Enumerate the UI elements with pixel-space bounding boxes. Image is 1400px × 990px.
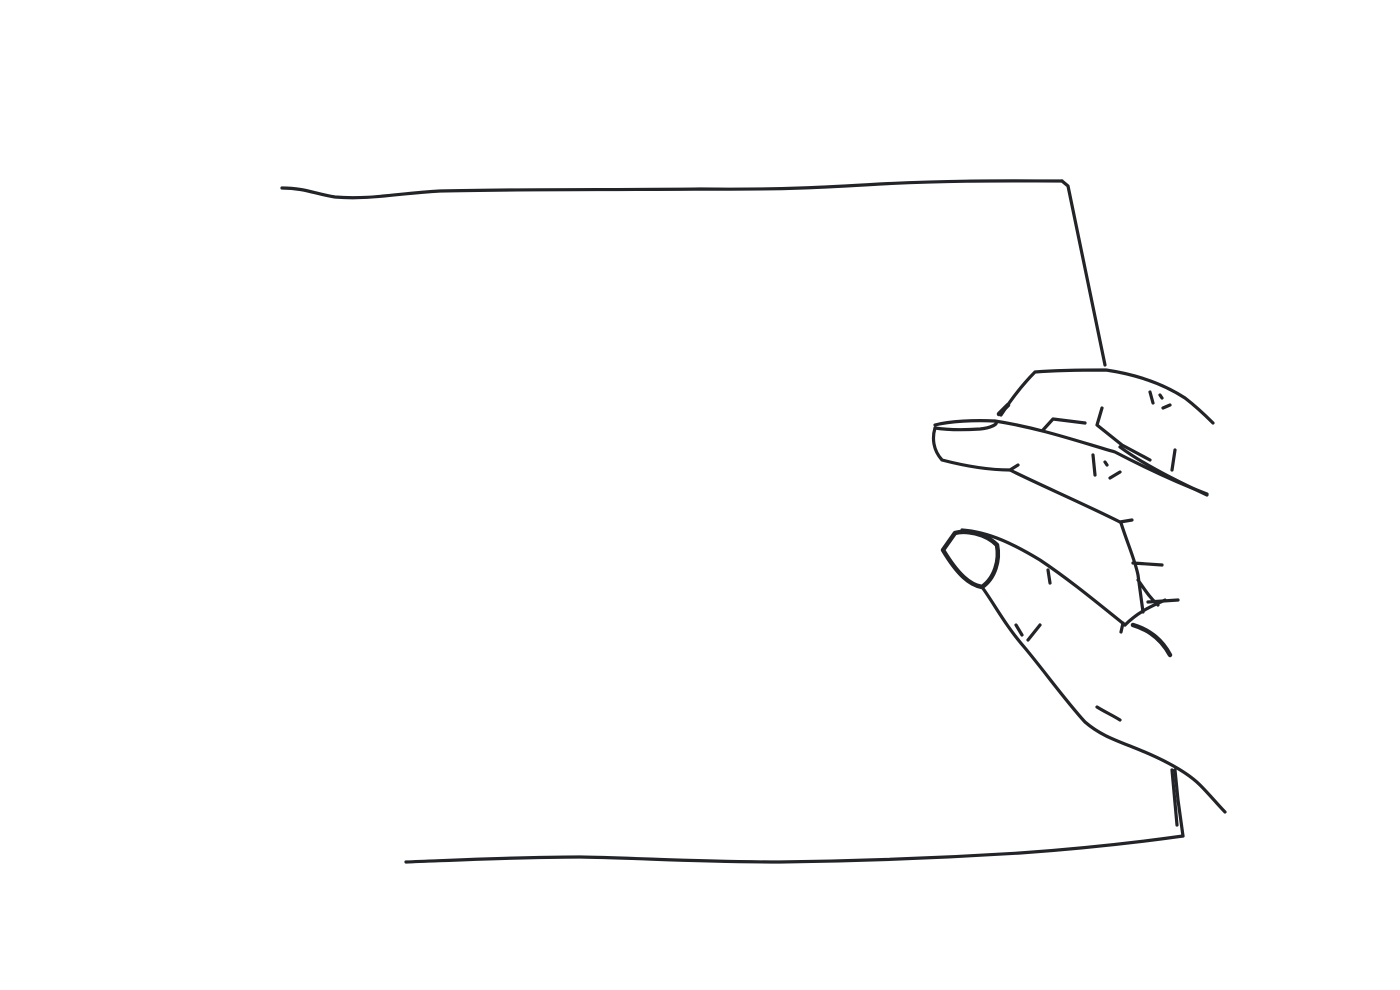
index-fingernail	[933, 419, 998, 432]
index-mark-2	[1108, 470, 1122, 480]
index-mark-1	[1091, 453, 1097, 477]
thumb-crease-1	[1014, 623, 1024, 637]
paper-sheet	[280, 179, 1185, 864]
paper-bottom-right-edge	[1173, 768, 1185, 838]
upper-finger-outline	[999, 368, 1215, 425]
knuckle-mark-3	[1161, 403, 1172, 410]
index-finger-outline	[931, 426, 1122, 524]
palm-web	[1118, 518, 1180, 614]
index-knuckle-tick	[1008, 463, 1020, 472]
thumb-joint-tick	[1046, 568, 1052, 585]
thumb-upper-edge	[960, 528, 1127, 627]
knuckle-mark-1	[1148, 390, 1155, 405]
thumb-base	[1123, 598, 1167, 627]
upper-finger-tick	[1170, 448, 1177, 472]
palm-mark	[1095, 705, 1122, 722]
upper-finger-knuckle	[1041, 417, 1087, 432]
index-finger-upper-edge	[993, 419, 1209, 496]
thumb-web-crease	[1130, 622, 1173, 658]
paper-bottom-edge	[404, 834, 1185, 864]
wrist-line	[1170, 768, 1179, 827]
upper-finger-shadow	[996, 402, 1011, 417]
thumb-lower-edge	[980, 585, 1227, 814]
knuckle-mark-2	[1158, 393, 1164, 400]
index-mark-3	[1103, 460, 1109, 467]
thumb-crease-2	[1026, 623, 1042, 642]
hand	[931, 368, 1227, 827]
paper-top-edge	[280, 179, 1064, 200]
thumb-edge-tick	[1119, 621, 1125, 634]
paper-right-edge	[1060, 179, 1107, 367]
thumbnail	[940, 529, 1000, 590]
upper-finger-crease	[1095, 406, 1152, 462]
